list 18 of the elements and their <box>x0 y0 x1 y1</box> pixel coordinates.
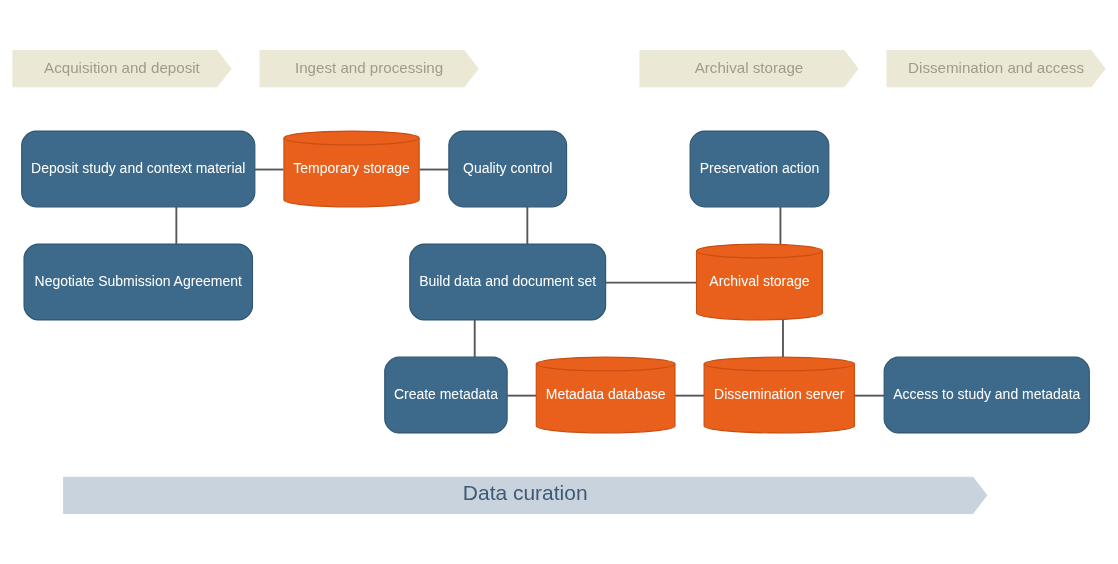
connector <box>604 281 698 284</box>
connector <box>853 394 885 397</box>
node-box: Preservation action <box>689 130 830 208</box>
connector <box>779 206 782 245</box>
node-box: Build data and document set <box>409 243 607 321</box>
node-box: Access to study and metadata <box>883 356 1090 434</box>
node-box: Negotiate Submission Agreement <box>23 243 254 321</box>
connector <box>473 319 476 358</box>
connector <box>526 206 529 245</box>
connector <box>418 168 450 171</box>
connector <box>506 394 538 397</box>
connector <box>674 394 705 397</box>
node-box: Create metadata <box>384 356 508 434</box>
connector <box>782 319 784 358</box>
node-box: Quality control <box>448 130 568 208</box>
node-box: Deposit study and context material <box>21 130 256 208</box>
connector <box>175 206 178 245</box>
connector <box>253 168 285 171</box>
